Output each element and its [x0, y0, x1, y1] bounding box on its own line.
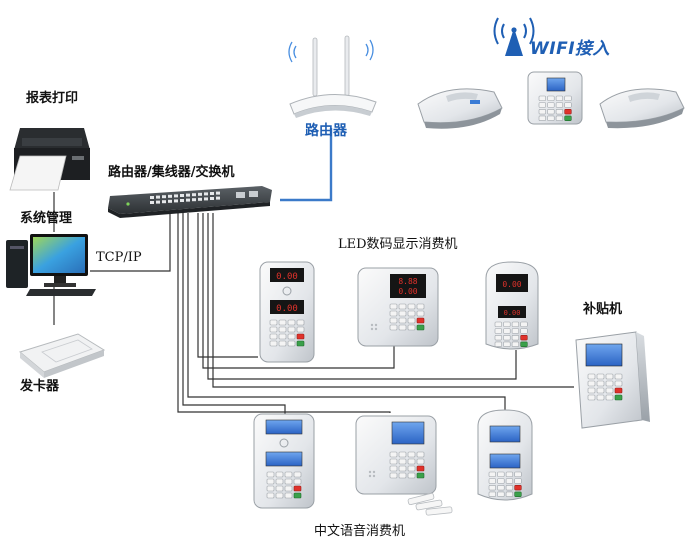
led-machine-3: 0.00 0.00	[485, 261, 539, 350]
led-machine-1: 0.00 0.00	[259, 261, 315, 363]
wifi-router-icon	[288, 35, 377, 118]
tcpip-label: TCP/IP	[96, 250, 142, 265]
system-label: 系统管理	[20, 211, 73, 226]
voice-machine-3	[477, 409, 533, 501]
wire-led-1	[197, 213, 258, 358]
wire-voice-2	[187, 213, 506, 410]
wire-subsidy	[212, 213, 574, 388]
wire-voice-3	[177, 213, 391, 413]
connection-lines	[53, 192, 574, 415]
svg-text:0.00: 0.00	[504, 309, 521, 317]
wifi-device-left	[417, 88, 503, 129]
card-issuer-label: 发卡器	[20, 379, 60, 394]
wifi-device-right	[599, 88, 685, 129]
router-label: 路由器	[305, 123, 347, 139]
wifi-signal-icon	[493, 17, 535, 56]
printer-label: 报表打印	[26, 91, 79, 106]
subsidy-machine	[575, 331, 650, 429]
wire-led-2	[202, 213, 395, 369]
wire-router-uplink	[280, 128, 333, 202]
printer-icon	[9, 128, 90, 191]
led-group-label: LED数码显示消费机	[338, 237, 458, 252]
svg-text:8.88: 8.88	[398, 277, 417, 286]
card-reader-icon	[18, 333, 106, 378]
wifi-device-center	[527, 71, 583, 125]
svg-text:0.00: 0.00	[276, 304, 298, 314]
svg-text:0.00: 0.00	[276, 272, 298, 282]
voice-group-label: 中文语音消费机	[314, 524, 406, 539]
svg-text:0.00: 0.00	[398, 287, 417, 296]
voice-machine-1	[253, 413, 315, 509]
svg-text:0.00: 0.00	[502, 280, 521, 289]
led-machine-2: 8.88 0.00	[357, 267, 439, 347]
wire-voice-1	[182, 213, 286, 415]
computer-icon	[6, 234, 96, 296]
card-stack	[407, 492, 453, 516]
wifi-label: WIFI接入	[530, 39, 611, 59]
subsidy-label: 补贴机	[583, 302, 623, 317]
wire-tcpip	[90, 213, 171, 272]
network-switch-icon	[108, 186, 272, 218]
wire-led-3	[207, 213, 517, 380]
switch-label: 路由器/集线器/交换机	[108, 165, 235, 180]
voice-machine-2	[355, 415, 437, 495]
